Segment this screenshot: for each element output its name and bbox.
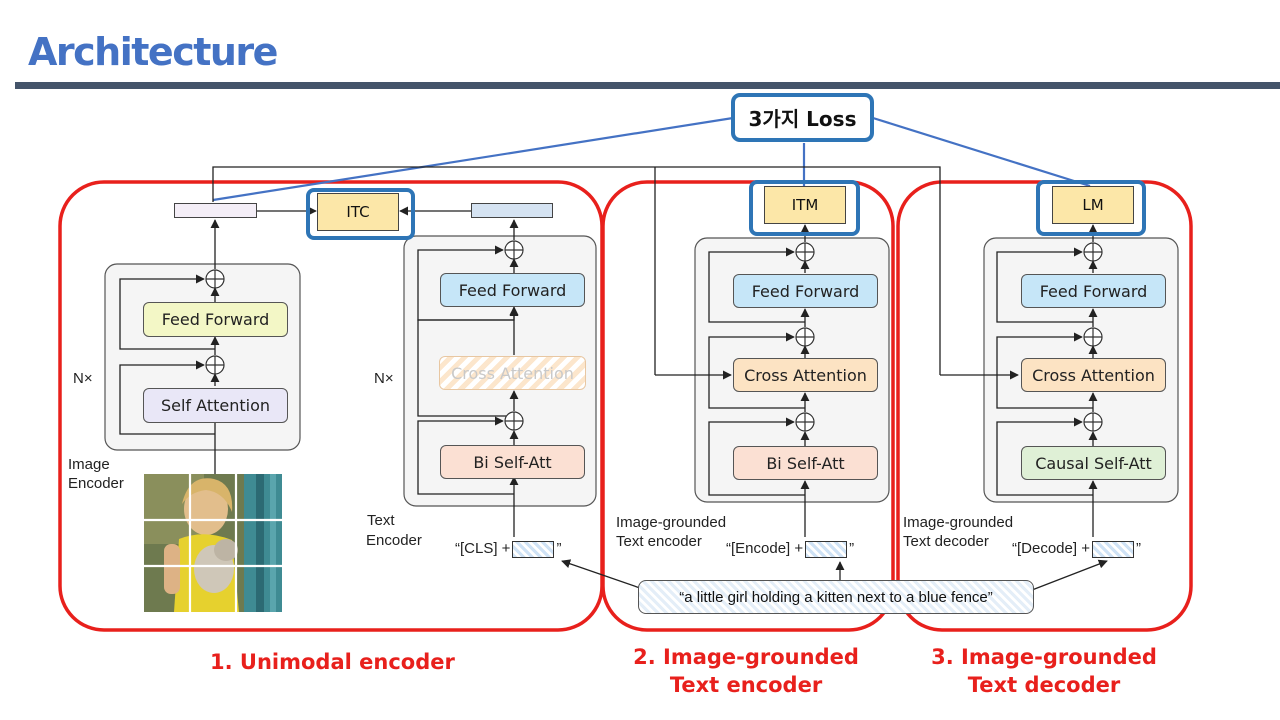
caption-sentence: “a little girl holding a kitten next to … [638, 580, 1034, 614]
caption-image-grounded-decoder-line1: 3. Image-grounded [931, 645, 1157, 669]
image-encoder-label-line2: Encoder [68, 475, 124, 492]
decode-input-prefix: “[Decode] + [1012, 540, 1090, 557]
caption-image-grounded-encoder-line1: 2. Image-grounded [633, 645, 859, 669]
lm-highlight [1036, 180, 1146, 236]
image-repeat-label: N× [73, 370, 93, 387]
text-repeat-label: N× [374, 370, 394, 387]
decode-input: “[Decode] + ” [1012, 540, 1141, 558]
decoder-feed-forward-block: Feed Forward [1021, 274, 1166, 308]
encoder-feed-forward-block: Feed Forward [733, 274, 878, 308]
cls-input: “[CLS] + ” [455, 540, 561, 558]
decoder-label-line1: Image-grounded [903, 514, 1014, 531]
image-encoder-label-line1: Image [68, 456, 110, 473]
encode-input-prefix: “[Encode] + [726, 540, 804, 557]
encoder-cross-attention-block: Cross Attention [733, 358, 878, 392]
decoder-causal-self-att-block: Causal Self-Att [1021, 446, 1166, 480]
itc-head: ITC [317, 193, 399, 231]
decoder-cross-attention-block: Cross Attention [1021, 358, 1166, 392]
encode-token-box [805, 540, 848, 558]
decoder-label-line2: Text decoder [903, 533, 989, 550]
encoder-label-line1: Image-grounded [616, 514, 727, 531]
text-bi-self-att-block: Bi Self-Att [440, 445, 585, 479]
caption-image-grounded-encoder-line2: Text encoder [669, 673, 823, 697]
itm-highlight [749, 180, 860, 236]
cls-input-suffix: ” [556, 540, 562, 557]
text-encoder-label-line2: Encoder [366, 532, 422, 549]
text-encoder-label-line1: Text [367, 512, 395, 529]
encoder-label-line2: Text encoder [616, 533, 702, 550]
itc-highlight [306, 188, 415, 240]
text-cross-attention-block-disabled: Cross Attention [439, 356, 586, 390]
caption-unimodal-encoder: 1. Unimodal encoder [210, 650, 455, 674]
text-token-box [512, 540, 555, 558]
title-underline [15, 82, 1280, 89]
cls-input-prefix: “[CLS] + [455, 540, 511, 557]
image-feed-forward-block: Feed Forward [143, 302, 288, 337]
text-embedding-vector [471, 203, 553, 218]
image-embedding-vector [174, 203, 257, 218]
image-add-nodes [205, 269, 225, 375]
encoder-bi-self-att-block: Bi Self-Att [733, 446, 878, 480]
loss-box: 3가지 Loss [731, 93, 874, 142]
page-title: Architecture [28, 30, 278, 74]
input-image [144, 474, 282, 612]
encode-input-suffix: ” [849, 540, 855, 557]
encoder-group-outline [601, 180, 895, 632]
encode-input: “[Encode] + ” [726, 540, 854, 558]
itm-head: ITM [764, 186, 846, 224]
text-feed-forward-block: Feed Forward [440, 273, 585, 307]
decode-token-box [1091, 540, 1134, 558]
lm-head: LM [1052, 186, 1134, 224]
caption-image-grounded-decoder-line2: Text decoder [967, 673, 1121, 697]
image-self-attention-block: Self Attention [143, 388, 288, 423]
decode-input-suffix: ” [1135, 540, 1141, 557]
